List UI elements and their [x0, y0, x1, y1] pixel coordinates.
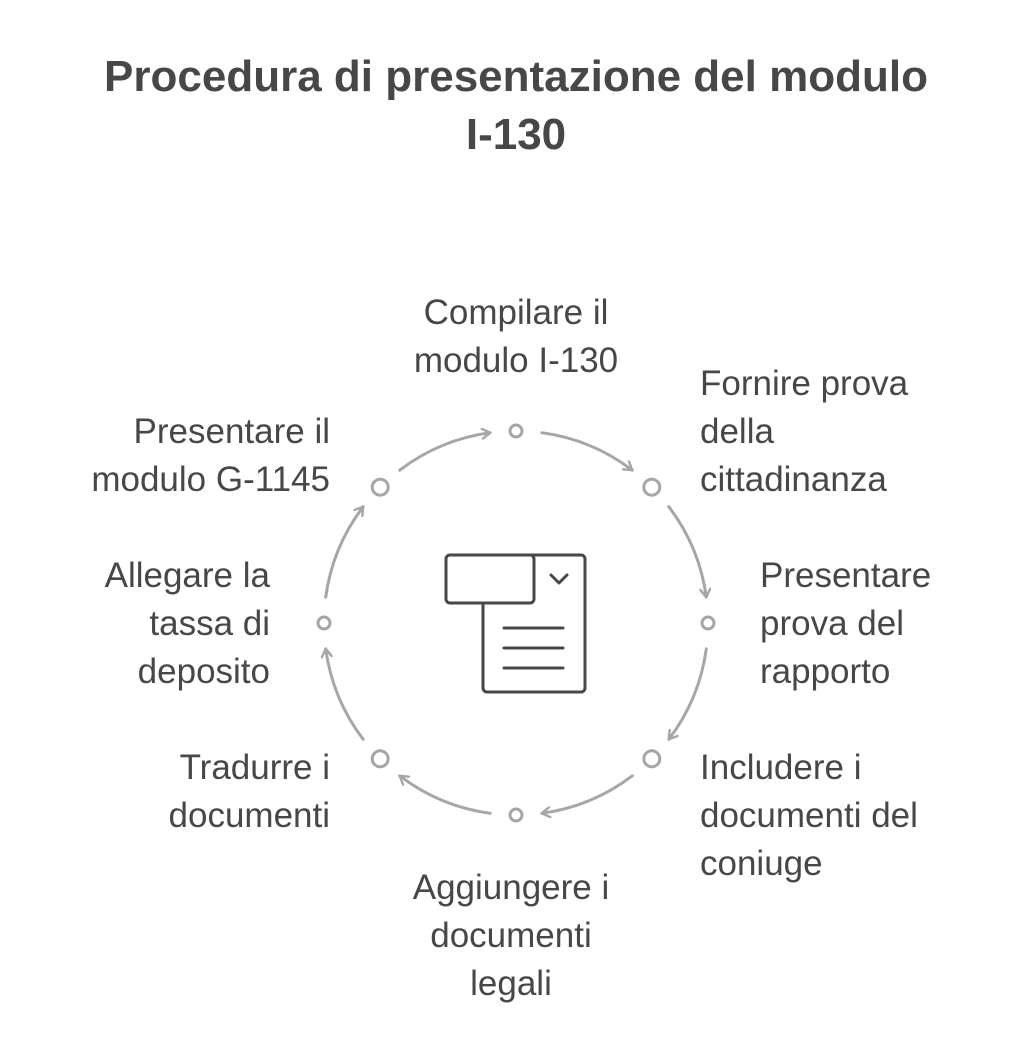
cycle-node-6: [370, 749, 390, 769]
dropdown-icon-box: [444, 553, 536, 605]
cycle-node-1: [508, 423, 524, 439]
cycle-arrow-2: [667, 505, 707, 599]
document-form-icon: [444, 553, 587, 694]
title-line-1: Procedura di presentazione del modulo: [104, 52, 928, 101]
cycle-arrow-8: [398, 433, 492, 472]
cycle-node-5: [508, 807, 524, 823]
chevron-down-icon: [549, 573, 569, 585]
cycle-node-8: [370, 477, 390, 497]
cycle-node-2: [642, 477, 662, 497]
diagram-title: Procedura di presentazione del modulo I-…: [0, 48, 1032, 164]
cycle-arrow-5: [398, 774, 492, 815]
cycle-arrow-4: [540, 774, 634, 814]
cycle-node-4: [642, 749, 662, 769]
title-line-2: I-130: [465, 110, 567, 159]
cycle-arrow-7: [324, 505, 365, 599]
document-icon-page: [481, 553, 587, 694]
cycle-node-3: [700, 615, 716, 631]
cycle-arrows: [326, 433, 707, 814]
cycle-arrow-1: [540, 431, 634, 472]
cycle-arrow-6: [326, 647, 365, 741]
cycle-arrow-3: [667, 647, 708, 741]
cycle-nodes: [316, 423, 716, 823]
cycle-node-7: [316, 615, 332, 631]
